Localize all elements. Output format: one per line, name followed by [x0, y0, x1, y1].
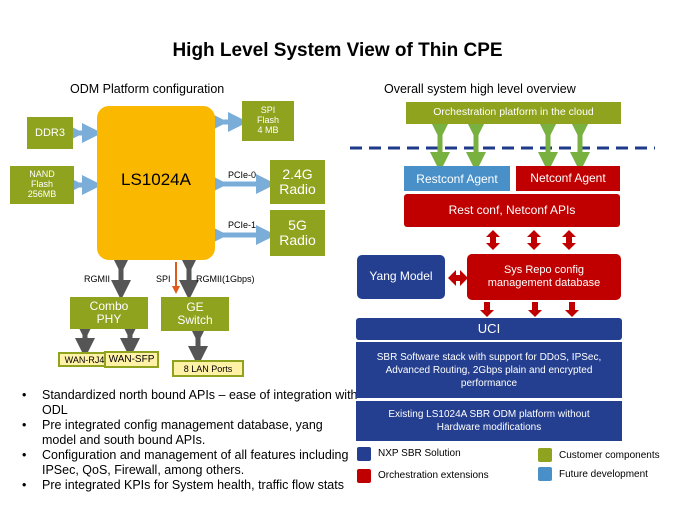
ge-switch-box: GE Switch: [161, 297, 229, 331]
wan-rj45-label: WAN-RJ45: [64, 354, 110, 365]
bullet-item: Configuration and management of all feat…: [20, 448, 360, 478]
spi-flash-line-2: Flash: [256, 115, 279, 126]
spi-flash-line-1: SPI: [260, 105, 276, 116]
radio-24g-line-2: Radio: [279, 181, 316, 197]
yang-sysrepo-arrow: [448, 270, 468, 286]
wan-sfp-label: WAN-SFP: [108, 354, 155, 365]
nand-flash-box: NAND Flash 256MB: [10, 166, 74, 204]
sbr-stack-line-3: performance: [460, 377, 518, 389]
nand-line-1: NAND: [29, 169, 55, 180]
ge-switch-line-1: GE: [186, 299, 204, 314]
netconf-agent-label: Netconf Agent: [530, 170, 606, 185]
existing-line-2: Hardware modifications: [436, 422, 542, 433]
spi-label: SPI: [156, 274, 171, 284]
api-sysrepo-arrows: [486, 230, 576, 250]
nand-line-3: 256MB: [27, 188, 57, 199]
legend-swatch-nxp: [357, 447, 371, 461]
bullet-item: Standardized north bound APIs – ease of …: [20, 388, 360, 418]
sbr-stack-line-1: SBR Software stack with support for DDoS…: [376, 351, 602, 363]
radio-5g-line-2: Radio: [279, 232, 316, 248]
cloud-link-arrows: [430, 120, 590, 172]
pcie0-label: PCIe-0: [228, 170, 257, 180]
ge-switch-line-2: Switch: [177, 313, 213, 327]
feature-bullets: Standardized north bound APIs – ease of …: [20, 388, 360, 493]
combo-phy-box: Combo PHY: [70, 297, 148, 329]
sysrepo-box: Sys Repo config management database: [467, 254, 621, 300]
legend-label-future: Future development: [559, 469, 648, 480]
pcie1-label: PCIe-1: [228, 220, 257, 230]
sysrepo-line-1: Sys Repo config: [503, 264, 585, 277]
odm-heading: ODM Platform configuration: [70, 82, 225, 96]
radio-24g-box: 2.4G Radio: [270, 160, 325, 204]
netconf-agent-box: Netconf Agent: [516, 166, 620, 191]
radio-5g-box: 5G Radio: [270, 210, 325, 256]
yang-model-label: Yang Model: [369, 269, 433, 284]
ddr3-box: DDR3: [27, 117, 73, 149]
restconf-agent-box: Restconf Agent: [404, 166, 510, 191]
radio-24g-line-1: 2.4G: [282, 165, 313, 182]
legend-swatch-orchestration: [357, 469, 371, 483]
lan-ports-label: 8 LAN Ports: [183, 363, 233, 374]
sbr-stack-box: SBR Software stack with support for DDoS…: [356, 342, 622, 398]
bullet-item: Pre integrated config management databas…: [20, 418, 360, 448]
combo-phy-line-1: Combo: [89, 298, 129, 313]
apis-box: Rest conf, Netconf APIs: [404, 194, 620, 227]
spi-flash-box: SPI Flash 4 MB: [242, 101, 294, 141]
legend-swatch-customer: [538, 448, 552, 462]
existing-line-1: Existing LS1024A SBR ODM platform withou…: [388, 409, 590, 420]
rgmii-gbps-label: RGMII(1Gbps): [196, 274, 255, 284]
yang-model-box: Yang Model: [357, 255, 445, 299]
uci-box: UCI: [356, 318, 622, 340]
spi-flash-line-3: 4 MB: [257, 124, 279, 135]
wan-sfp-box: WAN-SFP: [104, 351, 159, 368]
sysrepo-line-2: management database: [487, 277, 601, 289]
legend-label-customer: Customer components: [559, 450, 660, 461]
uci-label: UCI: [477, 320, 501, 336]
nand-line-2: Flash: [30, 179, 53, 190]
restconf-agent-label: Restconf Agent: [416, 171, 498, 186]
page-title: High Level System View of Thin CPE: [172, 40, 503, 61]
apis-label: Rest conf, Netconf APIs: [448, 202, 576, 217]
ddr3-label: DDR3: [35, 126, 65, 139]
chip-label: LS1024A: [121, 170, 191, 189]
bullet-item: Pre integrated KPIs for System health, t…: [20, 478, 360, 493]
lan-ports-box: 8 LAN Ports: [172, 360, 244, 377]
overview-heading: Overall system high level overview: [384, 82, 576, 96]
ls1024a-chip: LS1024A: [97, 106, 215, 260]
rgmii-label: RGMII: [84, 274, 110, 284]
legend-label-nxp: NXP SBR Solution: [378, 448, 461, 459]
cloud-platform-box: Orchestration platform in the cloud: [406, 102, 621, 124]
cloud-platform-label: Orchestration platform in the cloud: [433, 106, 594, 119]
radio-5g-line-1: 5G: [288, 216, 307, 233]
legend-label-orchestration: Orchestration extensions: [378, 470, 489, 481]
legend-swatch-future: [538, 467, 552, 481]
existing-platform-box: Existing LS1024A SBR ODM platform withou…: [356, 401, 622, 441]
combo-phy-line-2: PHY: [96, 312, 122, 326]
sysrepo-uci-arrows: [480, 302, 579, 317]
sbr-stack-line-2: Advanced Routing, 2Gbps plain and encryp…: [385, 364, 593, 376]
